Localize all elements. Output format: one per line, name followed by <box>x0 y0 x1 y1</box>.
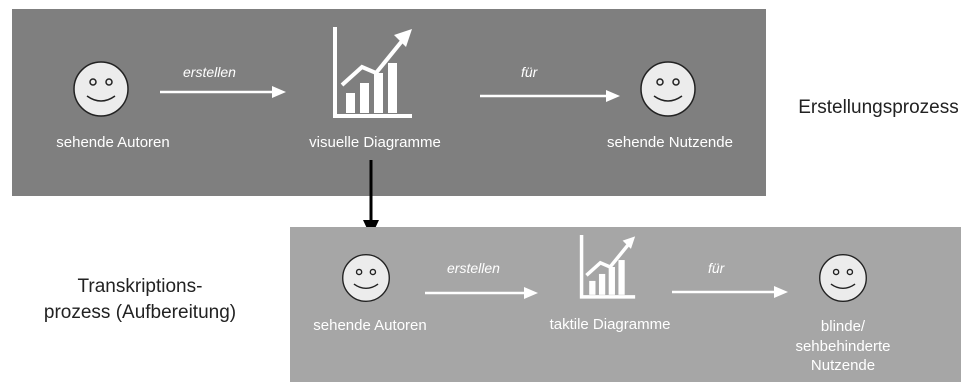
top-arrow2-label: für <box>521 64 538 80</box>
right-arrow-icon <box>480 90 620 102</box>
top-user-label: sehende Nutzende <box>607 134 733 151</box>
bottom-user-label: blinde/ sehbehinderte Nutzende <box>783 317 903 376</box>
right-arrow-icon <box>425 287 538 299</box>
bottom-chart-label: taktile Diagramme <box>549 316 671 333</box>
top-author-label: sehende Autoren <box>56 134 170 151</box>
transcription-process-label-line2: prozess (Aufbereitung) <box>43 301 237 323</box>
bottom-arrow1-label: erstellen <box>447 260 500 276</box>
bottom-user-label-line3: Nutzende <box>810 357 876 374</box>
transcription-process-label: Transkriptions- prozess (Aufbereitung) <box>10 274 270 325</box>
bottom-user-label-line1: blinde/ <box>820 318 866 335</box>
bottom-author-label: sehende Autoren <box>313 317 427 334</box>
transcription-process-label-line1: Transkriptions- <box>77 276 203 297</box>
smiley-face-icon <box>342 254 390 302</box>
bar-chart-growth-icon <box>579 235 636 299</box>
smiley-face-icon <box>819 254 867 302</box>
creation-process-label: Erstellungsprozess <box>798 97 959 118</box>
smiley-face-icon <box>640 61 696 117</box>
right-arrow-icon <box>160 86 286 98</box>
right-arrow-icon <box>672 286 788 298</box>
top-chart-label: visuelle Diagramme <box>309 134 441 151</box>
bottom-user-label-line2: sehbehinderte <box>795 337 891 355</box>
bottom-arrow2-label: für <box>708 260 725 276</box>
smiley-face-icon <box>73 61 129 117</box>
bar-chart-growth-icon <box>333 27 412 118</box>
transcription-process-panel <box>290 227 961 382</box>
top-arrow1-label: erstellen <box>183 64 236 80</box>
